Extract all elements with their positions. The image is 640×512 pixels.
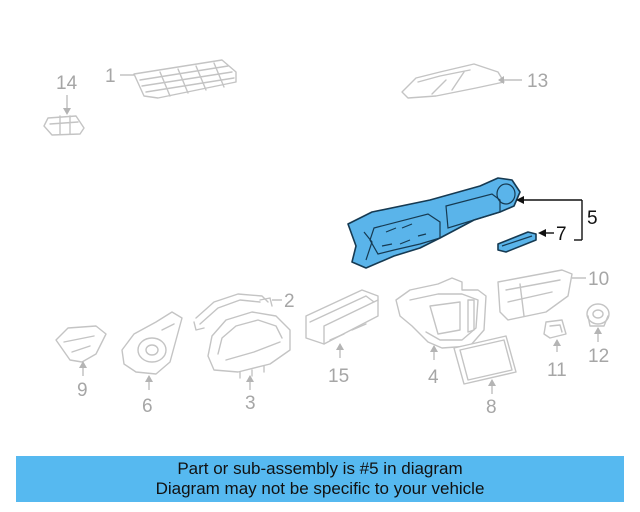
callout-3: 3	[245, 393, 256, 414]
callout-10: 10	[588, 269, 609, 290]
part-2-grab-handle	[193, 293, 273, 331]
part-5-dash-bezel	[347, 177, 521, 269]
arrow-14	[63, 108, 71, 115]
arrow-4	[430, 345, 438, 352]
callout-11: 11	[547, 360, 567, 381]
part-7-trim-strip	[497, 231, 537, 253]
callout-15: 15	[328, 366, 349, 387]
arrow-5	[516, 196, 524, 204]
arrow-6	[145, 375, 153, 382]
callout-6: 6	[142, 396, 153, 417]
callout-5: 5	[587, 208, 598, 229]
callout-2: 2	[284, 291, 295, 312]
arrow-9	[79, 361, 87, 368]
callout-7: 7	[556, 224, 567, 245]
part-12-knob	[586, 303, 610, 327]
callout-12: 12	[588, 346, 609, 367]
callout-13: 13	[527, 71, 548, 92]
arrow-11	[553, 339, 561, 346]
part-8-display	[453, 335, 517, 385]
part-14-clip	[43, 115, 85, 136]
notice-line-2: Diagram may not be specific to your vehi…	[155, 479, 485, 498]
arrow-13	[498, 76, 504, 84]
arrow-3	[246, 375, 254, 382]
arrow-7	[538, 229, 546, 237]
callout-9: 9	[77, 380, 88, 401]
part-10-storage-bin	[497, 269, 573, 321]
callout-1: 1	[105, 66, 116, 87]
arrow-12	[594, 327, 602, 334]
part-13-upper-trim	[401, 63, 505, 99]
part-3-cluster-hood	[207, 311, 291, 379]
parts-diagram: 14 1 13 5 7 10	[43, 59, 610, 418]
arrow-8	[488, 379, 496, 386]
part-15-airbag-module	[305, 289, 379, 345]
part-6-column-cover	[121, 311, 183, 375]
arrow-15	[336, 343, 344, 350]
part-11-switch	[543, 319, 567, 339]
part-1-mesh-panel	[133, 59, 237, 99]
notice-banner: Part or sub-assembly is #5 in diagram Di…	[16, 456, 624, 502]
notice-line-1: Part or sub-assembly is #5 in diagram	[177, 459, 463, 478]
callout-8: 8	[486, 397, 497, 418]
part-4-center-bezel	[395, 277, 487, 349]
callout-4: 4	[428, 367, 439, 388]
part-9-tray	[55, 325, 107, 363]
callout-14: 14	[56, 73, 78, 94]
